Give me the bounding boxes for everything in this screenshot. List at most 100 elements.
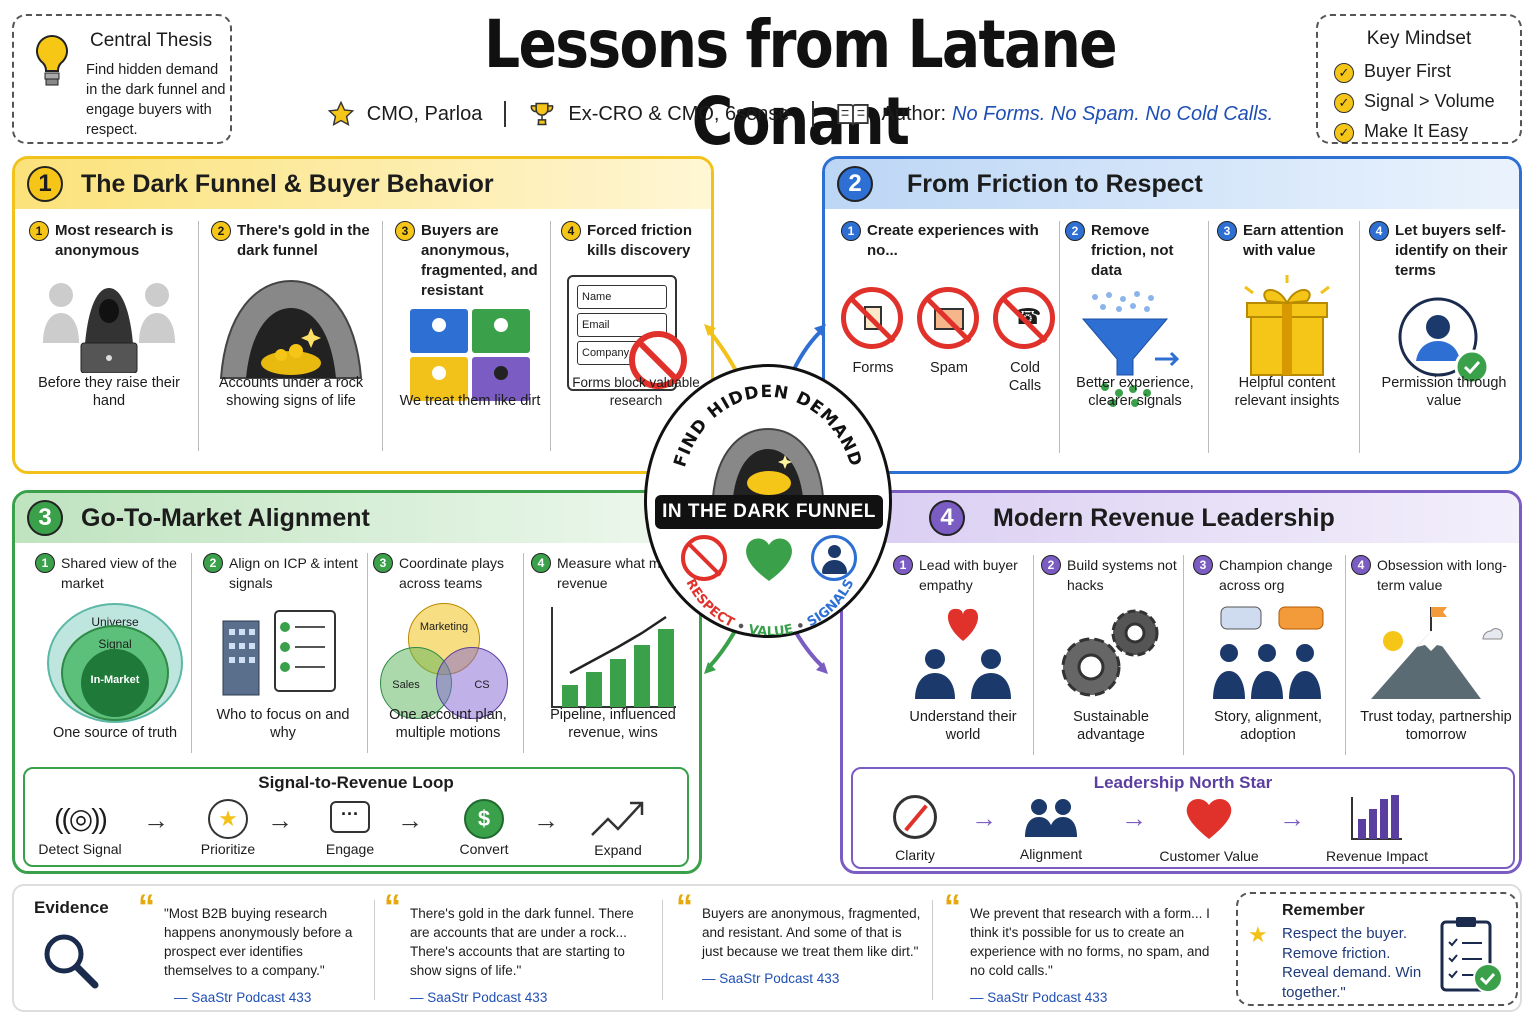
impact-bars-icon <box>1351 787 1402 840</box>
evidence-quote: “There's gold in the dark funnel. There … <box>384 888 634 1005</box>
thesis-text: Find hidden demand in the dark funnel an… <box>86 62 226 138</box>
page-title: Lessons from Latane Conant <box>484 6 1118 160</box>
book-icon <box>836 104 869 126</box>
expand-step: Expand <box>573 797 663 858</box>
gears-icon <box>1061 609 1159 697</box>
hub-circle: FIND HIDDEN DEMAND IN THE DARK FUNNEL RE… <box>644 364 892 638</box>
convert-step: $Convert <box>439 797 529 857</box>
building-checklist-icon <box>222 610 336 696</box>
mountain-flag-icon <box>1371 607 1503 699</box>
star-icon: ★ <box>1248 922 1268 947</box>
mindset-item: ✓Signal > Volume <box>1334 86 1495 116</box>
growth-bar <box>634 645 650 707</box>
dollar-icon: $ <box>464 799 504 839</box>
verified-user-icon <box>1398 297 1490 385</box>
funnel-icon <box>1081 291 1180 407</box>
evidence-quote: “Buyers are anonymous, fragmented, and r… <box>676 888 921 986</box>
evidence-quote: “We prevent that research with a form...… <box>944 888 1210 1005</box>
panel-number: 2 <box>837 166 873 202</box>
detect-signal-step: ((◎))Detect Signal <box>35 797 125 857</box>
impact-bar <box>1380 799 1388 839</box>
alignment-step: Alignment <box>1009 795 1093 862</box>
chat-icon: ··· <box>330 801 370 833</box>
customer-value-step: Customer Value <box>1149 795 1269 864</box>
check-icon: ✓ <box>1334 123 1354 143</box>
check-icon: ✓ <box>1334 93 1354 113</box>
growth-bar <box>586 672 602 707</box>
mindset-item: ✓Buyer First <box>1334 56 1495 86</box>
growth-bar <box>562 685 578 707</box>
no-spam-icon: Spam <box>917 287 981 395</box>
trend-line <box>569 615 667 675</box>
people-icon <box>1025 799 1077 837</box>
magnifier-icon <box>44 934 99 989</box>
signal-to-revenue-loop: Signal-to-Revenue Loop ((◎))Detect Signa… <box>23 767 689 867</box>
impact-bar <box>1358 819 1366 839</box>
central-thesis-box: Central Thesis Find hidden demand in the… <box>12 14 232 144</box>
panel-title: The Dark Funnel & Buyer Behavior <box>81 169 494 198</box>
gold-cave-icon <box>711 427 825 497</box>
handshake-heart-icon <box>746 538 792 581</box>
growth-bar-chart <box>551 607 676 708</box>
leadership-north-star: Leadership North Star Clarity → Alignmen… <box>851 767 1515 869</box>
key-mindset-box: Key Mindset ✓Buyer First ✓Signal > Volum… <box>1316 14 1522 144</box>
panel-title: From Friction to Respect <box>907 169 1203 198</box>
remember-title: Remember <box>1282 902 1365 919</box>
team-chat-icon <box>1213 606 1324 699</box>
book-title: No Forms. No Spam. No Cold Calls. <box>952 102 1274 125</box>
market-circles: Universe Signal In-Market <box>47 603 183 723</box>
empathy-people-icon <box>915 608 1011 699</box>
prioritize-step: ★Prioritize <box>183 797 273 857</box>
panel-title: Go-To-Market Alignment <box>81 503 370 532</box>
lightbulb-icon <box>36 34 68 86</box>
trend-up-icon <box>591 801 644 836</box>
no-cold-calls-icon: ☎Cold Calls <box>993 287 1057 395</box>
thesis-title: Central Thesis <box>90 30 213 51</box>
hub-banner: IN THE DARK FUNNEL <box>655 495 883 529</box>
panel-title: Modern Revenue Leadership <box>993 503 1335 532</box>
signal-user-icon <box>811 535 857 581</box>
author-label: Author: <box>881 102 947 125</box>
venn-diagram: Marketing Sales CS <box>378 603 518 727</box>
star-icon <box>327 100 355 126</box>
impact-bar <box>1369 809 1377 839</box>
clipboard-check-icon <box>1440 917 1503 993</box>
star-badge-icon: ★ <box>208 799 248 839</box>
check-icon: ✓ <box>1334 63 1354 83</box>
subtitle-bar: CMO, Parloa Ex-CRO & CMO, 6sense Author:… <box>300 100 1300 128</box>
compass-icon <box>893 795 937 839</box>
impact-bar <box>1391 787 1399 839</box>
no-forms-icon: Forms <box>841 287 905 395</box>
puzzle-people-icon <box>410 309 530 401</box>
panel-number: 1 <box>27 166 63 202</box>
mindset-title: Key Mindset <box>1366 28 1472 49</box>
remember-text: Respect the buyer. Remove friction. Reve… <box>1282 925 1422 1001</box>
growth-bar <box>610 659 626 707</box>
evidence-quote: “"Most B2B buying research happens anony… <box>138 888 353 1005</box>
blocked-form-icon: Name Email Company <box>567 275 687 391</box>
evidence-section: Evidence “"Most B2B buying research happ… <box>12 884 1522 1012</box>
loop-title: Signal-to-Revenue Loop <box>258 773 454 792</box>
anonymous-hoodie-icon <box>43 283 175 374</box>
panel-number: 3 <box>27 500 63 536</box>
gold-cave-icon <box>219 279 363 379</box>
trophy-icon <box>530 102 554 126</box>
mindset-item: ✓Make It Easy <box>1334 116 1495 146</box>
